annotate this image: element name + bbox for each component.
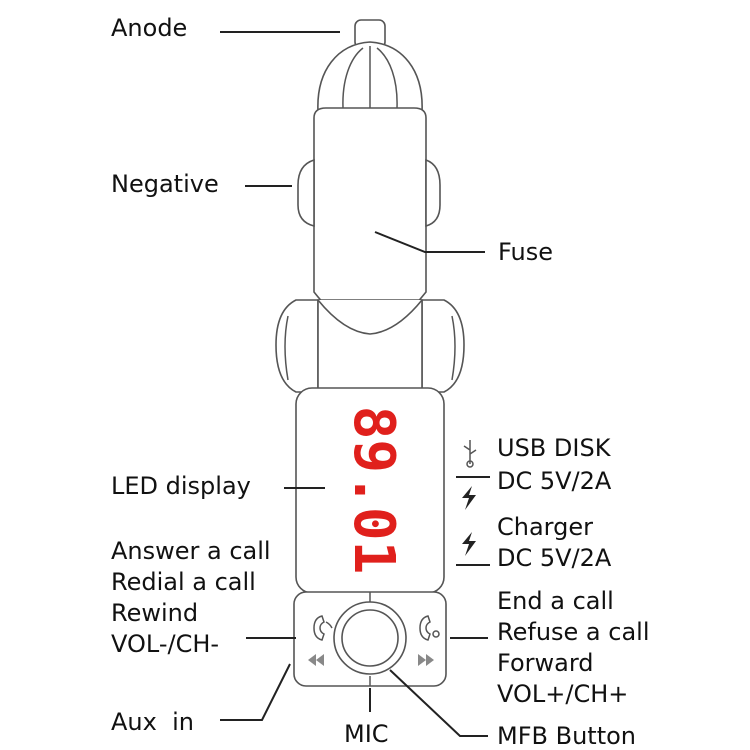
leader-lines (220, 31, 490, 737)
swivel-right (421, 299, 465, 393)
label-aux-in: Aux in (111, 708, 194, 736)
lightning-icon (462, 532, 476, 556)
usb-icon (463, 440, 477, 468)
phone-answer-icon[interactable] (313, 615, 333, 641)
label-refuse-call: Refuse a call (497, 618, 650, 646)
negative-spring-left (297, 158, 315, 228)
label-anode: Anode (111, 14, 187, 42)
forward-icon[interactable] (418, 654, 434, 666)
label-charger-dc: DC 5V/2A (497, 544, 612, 572)
label-charger: Charger (497, 513, 593, 541)
label-led-display: LED display (111, 472, 251, 500)
label-answer-call: Answer a call (111, 537, 271, 565)
mfb-knob[interactable] (333, 601, 407, 675)
label-usb-dc: DC 5V/2A (497, 467, 612, 495)
negative-spring-right (425, 158, 441, 228)
label-vol-up: VOL+/CH+ (497, 680, 628, 708)
label-rewind: Rewind (111, 599, 198, 627)
label-redial-call: Redial a call (111, 568, 256, 596)
label-negative: Negative (111, 170, 219, 198)
plug-barrel (313, 107, 427, 333)
swivel-left (275, 299, 319, 393)
label-mic: MIC (344, 720, 389, 748)
label-usb-disk: USB DISK (497, 434, 612, 462)
label-vol-down: VOL-/CH- (111, 630, 219, 658)
lightning-icon (462, 486, 476, 510)
label-end-call: End a call (497, 587, 614, 615)
rewind-icon[interactable] (308, 654, 324, 666)
label-fuse: Fuse (498, 238, 553, 266)
led-display: 89.01 (341, 406, 406, 575)
led-display-reading: 89.01 (341, 406, 406, 575)
label-forward: Forward (497, 649, 594, 677)
label-mfb-button: MFB Button (497, 722, 636, 750)
device-body (275, 19, 465, 687)
phone-end-icon[interactable] (419, 615, 440, 641)
